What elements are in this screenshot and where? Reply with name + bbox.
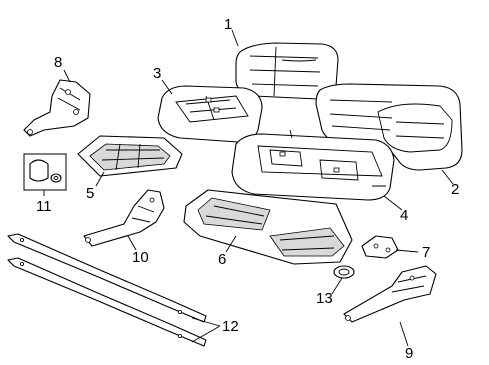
callout-2: 2 xyxy=(451,181,459,198)
callout-9: 9 xyxy=(405,345,413,360)
callout-5: 5 xyxy=(86,185,94,202)
callout-numbers: 1 2 3 4 5 6 7 8 9 10 11 12 13 xyxy=(36,16,459,362)
part-6-seat-frame-large xyxy=(183,189,353,265)
leader-lines xyxy=(43,29,454,347)
callout-12: 12 xyxy=(222,318,239,335)
part-3-seat-cushion xyxy=(157,85,263,143)
callout-4: 4 xyxy=(400,207,408,224)
callout-1: 1 xyxy=(224,16,232,33)
part-7-bracket xyxy=(361,235,399,259)
part-13-oval-cap xyxy=(333,265,355,279)
part-2-seat-back-cushion-large xyxy=(315,83,463,171)
part-5-seat-frame-small xyxy=(77,135,183,177)
part-9-long-bracket xyxy=(343,265,437,323)
callout-7: 7 xyxy=(422,244,430,261)
callout-10: 10 xyxy=(132,249,149,266)
part-10-hinge-link xyxy=(83,189,165,247)
callout-6: 6 xyxy=(218,251,226,268)
callout-11: 11 xyxy=(36,198,52,215)
part-12-rails xyxy=(7,233,207,347)
callout-8: 8 xyxy=(54,54,62,71)
callout-3: 3 xyxy=(153,65,161,82)
part-8-hinge-bracket xyxy=(23,79,91,137)
part-4-seat-cushion-bottom xyxy=(231,129,395,201)
callout-13: 13 xyxy=(316,290,333,307)
part-11-cap-and-nut xyxy=(23,153,67,191)
